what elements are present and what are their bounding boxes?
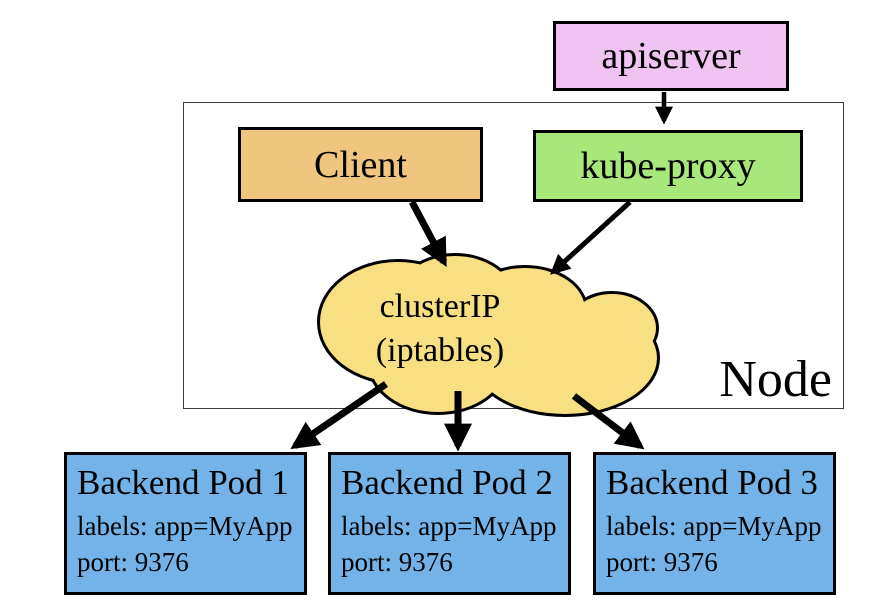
backend-pod-3-box: Backend Pod 3 labels: app=MyApp port: 93… — [593, 452, 836, 595]
cluster-ip-label: clusterIP — [379, 288, 501, 325]
pod-1-labels: labels: app=MyApp — [77, 511, 293, 541]
client-box: Client — [238, 127, 483, 202]
pod-2-title: Backend Pod 2 — [341, 463, 553, 502]
backend-pod-2-box: Backend Pod 2 labels: app=MyApp port: 93… — [328, 452, 571, 595]
pod-3-labels: labels: app=MyApp — [606, 511, 822, 541]
iptables-label: (iptables) — [375, 332, 505, 369]
backend-pod-1-box: Backend Pod 1 labels: app=MyApp port: 93… — [64, 452, 307, 595]
client-label: Client — [314, 143, 407, 186]
kube-proxy-box: kube-proxy — [533, 130, 803, 202]
apiserver-label: apiserver — [601, 35, 741, 77]
node-label: Node — [719, 351, 832, 408]
pod-2-port: port: 9376 — [341, 547, 453, 577]
pod-1-title: Backend Pod 1 — [77, 463, 289, 502]
apiserver-box: apiserver — [553, 21, 789, 91]
pod-3-title: Backend Pod 3 — [606, 463, 818, 502]
kube-proxy-label: kube-proxy — [580, 145, 756, 187]
pod-2-labels: labels: app=MyApp — [341, 511, 557, 541]
pod-1-port: port: 9376 — [77, 547, 189, 577]
pod-3-port: port: 9376 — [606, 547, 718, 577]
